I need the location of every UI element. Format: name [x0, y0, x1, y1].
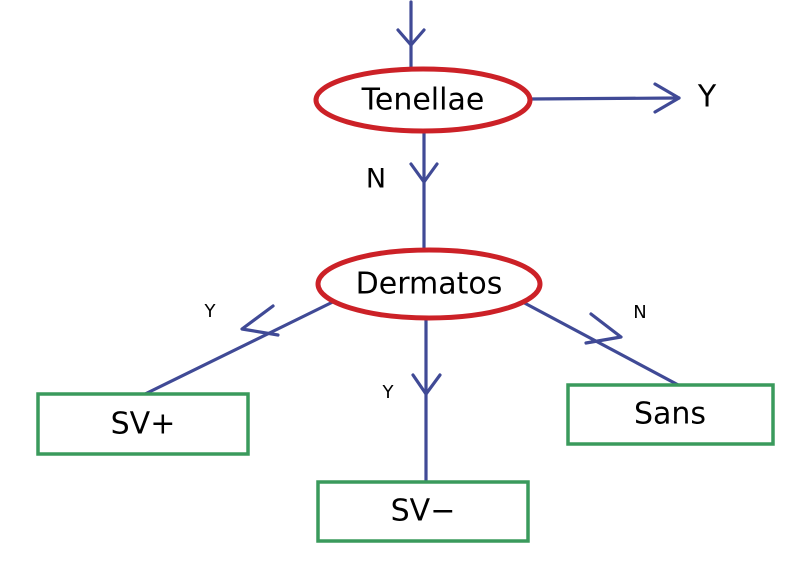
edge-dermatos-yes-left-line	[139, 293, 349, 398]
edge-tenellae-no-arrowhead	[409, 162, 439, 184]
edge-label-dermatos-yes-left: Y	[204, 301, 217, 322]
sv-minus-rect-shape[interactable]	[316, 480, 530, 543]
outcome-node-sv-minus[interactable]: SV−	[316, 480, 530, 543]
edge-dermatos-no-right	[515, 297, 684, 389]
edge-dermatos-yes-left	[139, 293, 349, 398]
dermatos-label: Dermatos	[356, 267, 503, 302]
dermatos-ellipse-shape[interactable]	[315, 247, 543, 321]
edge-dermatos-yes-center	[411, 312, 442, 486]
edge-tenellae-yes-arrowhead	[653, 82, 681, 114]
decision-node-dermatos[interactable]: Dermatos	[315, 247, 543, 321]
edge-tenellae-yes	[527, 82, 681, 114]
sv-plus-label: SV+	[111, 407, 176, 442]
edge-label-dermatos-yes-center: Y	[382, 382, 395, 403]
sans-rect-shape[interactable]	[566, 383, 775, 446]
tenellae-ellipse-shape[interactable]	[313, 66, 533, 134]
edge-label-dermatos-no-right: N	[633, 302, 646, 323]
edge-dermatos-no-right-line	[515, 297, 684, 389]
terminal-y-text: Y	[697, 80, 717, 115]
edge-root-in	[396, 0, 426, 74]
terminal-label-y: Y	[697, 80, 717, 115]
edge-tenellae-no	[409, 128, 439, 254]
tenellae-label: Tenellae	[361, 83, 485, 118]
edge-root-in-arrowhead	[396, 28, 426, 47]
outcome-node-sans[interactable]: Sans	[566, 383, 775, 446]
edge-label-layer: N Y Y N	[204, 164, 647, 404]
edge-dermatos-yes-center-arrowhead	[411, 373, 442, 396]
sv-plus-rect-shape[interactable]	[36, 392, 250, 456]
edge-label-tenellae-no: N	[366, 164, 386, 195]
edge-dermatos-no-right-arrowhead	[584, 312, 623, 345]
edge-layer	[139, 0, 684, 486]
edge-dermatos-yes-left-arrowhead	[240, 304, 280, 337]
outcome-node-sv-plus[interactable]: SV+	[36, 392, 250, 456]
sans-label: Sans	[634, 397, 706, 432]
edge-tenellae-yes-line	[527, 96, 681, 101]
sv-minus-label: SV−	[391, 494, 456, 529]
decision-node-tenellae[interactable]: Tenellae	[313, 66, 533, 134]
